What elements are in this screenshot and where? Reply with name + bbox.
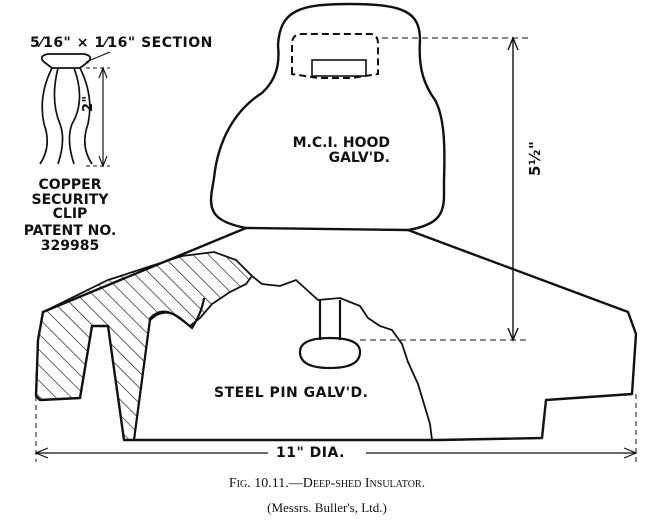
figure-credit: (Messrs. Buller's, Ltd.): [267, 500, 387, 515]
patent-line-2: 329985: [40, 237, 100, 254]
hood-label: M.C.I. HOOD GALV'D.: [270, 136, 390, 165]
clip-arrow-top: [98, 66, 108, 79]
diameter-arrow-right: [623, 447, 638, 459]
height-arrow-bottom: [507, 327, 519, 342]
hood-line-2: GALV'D.: [328, 149, 390, 166]
hood-slot-inner: [311, 59, 367, 77]
clip-arrow-bottom: [98, 155, 108, 168]
steel-pin: [318, 300, 342, 340]
pin-head: [298, 336, 362, 370]
clip-name-line-2: SECURITY: [31, 191, 109, 208]
diameter-label: 11" DIA.: [274, 445, 347, 461]
clip-name-label: COPPER SECURITY CLIP: [22, 178, 118, 222]
mci-hood: [209, 2, 446, 232]
caption-title: Deep-shed Insulator.: [302, 476, 426, 491]
patent-label: PATENT NO. 329985: [16, 224, 124, 253]
broken-edge: [251, 275, 433, 441]
height-label: 5½": [526, 140, 544, 176]
diameter-arrow-left: [34, 447, 49, 459]
section-label: 5⁄16" × 1⁄16" SECTION: [30, 35, 213, 51]
steel-pin-label: STEEL PIN GALV'D.: [214, 385, 369, 401]
security-clip-legs: [39, 67, 93, 165]
security-clip-top: [40, 53, 92, 69]
section-leader: [85, 51, 111, 63]
hood-line-1: M.C.I. HOOD: [292, 135, 390, 151]
clip-name-line-3: CLIP: [52, 206, 88, 223]
clip-name-line-1: COPPER: [38, 177, 102, 193]
patent-line-1: PATENT NO.: [23, 223, 117, 239]
figure-caption: Fig. 10.11.—Deep-shed Insulator.: [228, 476, 426, 491]
caption-number: Fig. 10.11.: [228, 476, 289, 491]
hood-slot: [291, 33, 379, 79]
height-arrow-top: [507, 36, 519, 51]
cutaway-section: [35, 251, 254, 441]
clip-height-label: 2": [81, 95, 96, 112]
